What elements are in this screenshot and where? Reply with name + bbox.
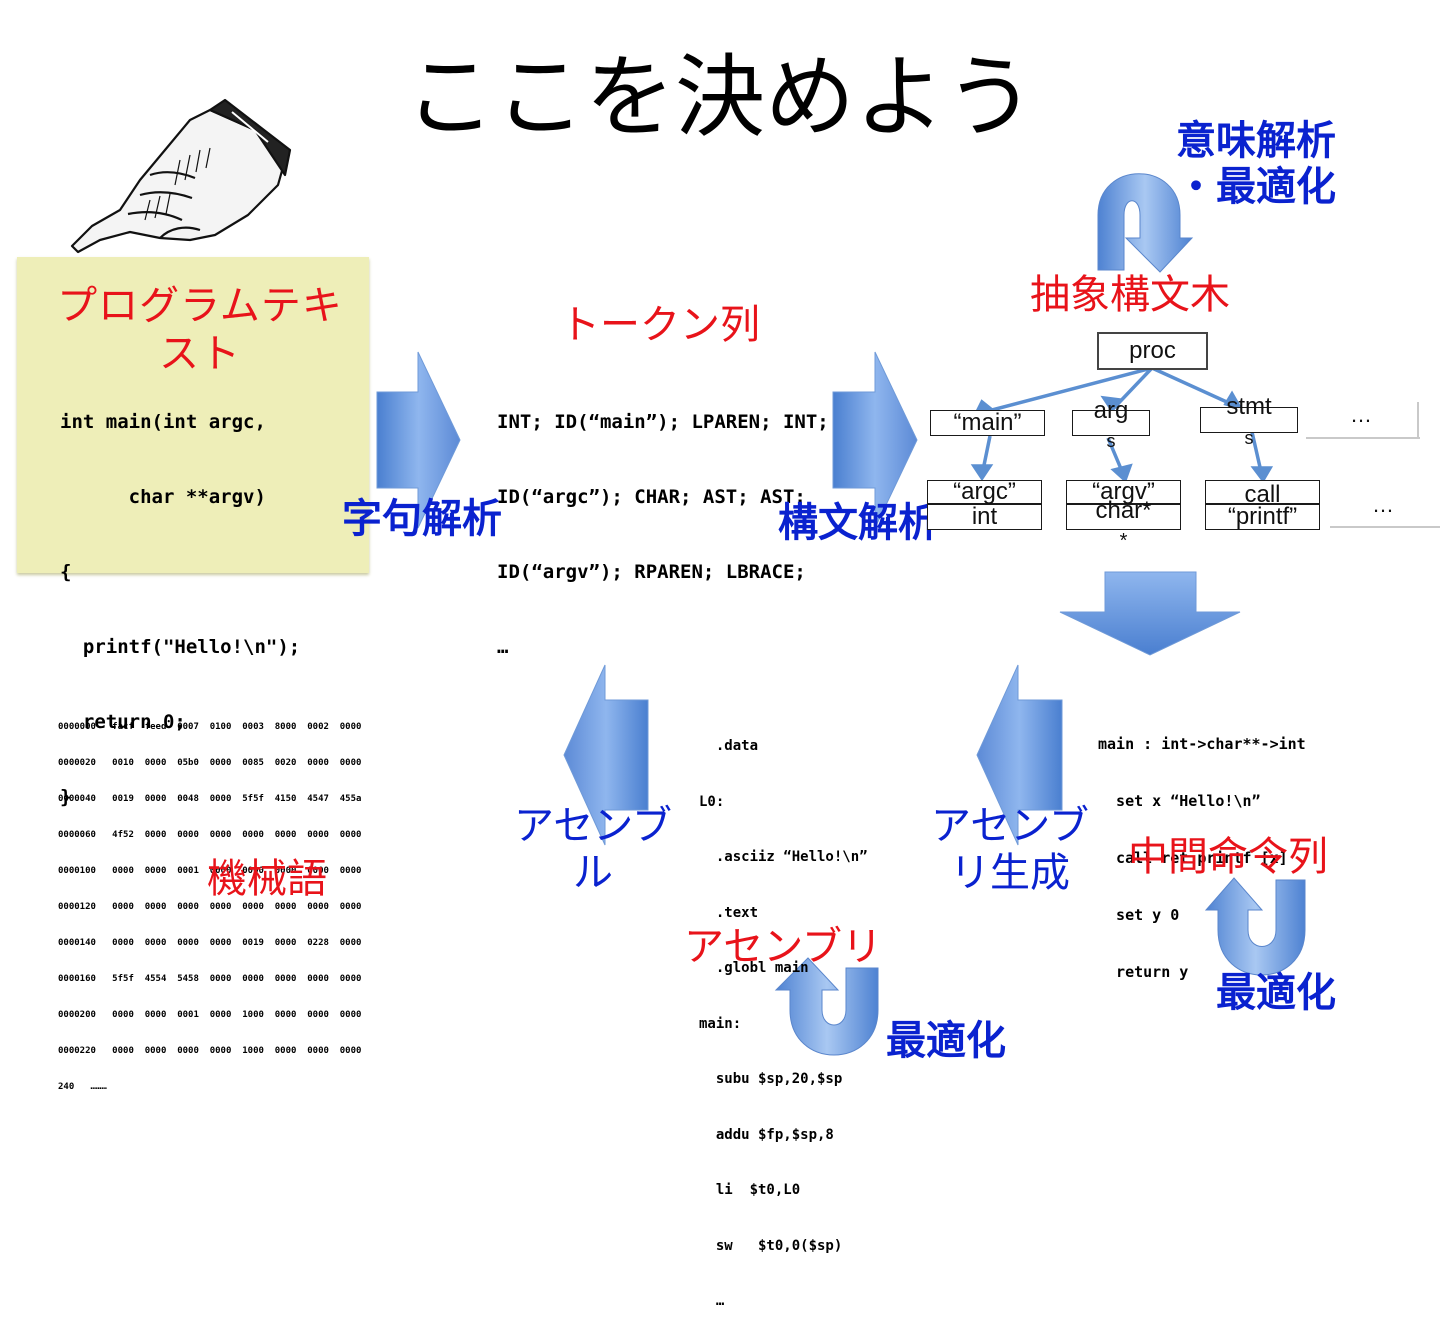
ast-node-args: arg s	[1072, 399, 1150, 451]
ast-node-main: “main”	[930, 410, 1045, 436]
asm-line: subu $sp,20,$sp	[699, 1071, 843, 1087]
dump-line: 0000200 0000 0000 0001 0000 1000 0000 00…	[58, 1010, 362, 1020]
asm-line: .data	[699, 738, 759, 754]
ir-line: call ret printf [x]	[1098, 849, 1288, 867]
code-line: {	[60, 561, 72, 583]
dump-line: 0000060 4f52 0000 0000 0000 0000 0000 00…	[58, 830, 362, 840]
ast-node-argc-type: int	[927, 504, 1042, 530]
dump-line: 0000100 0000 0000 0001 0000 0000 0000 00…	[58, 866, 362, 876]
token-line: ID(“argc”); CHAR; AST; AST;	[497, 486, 806, 508]
ast-node-printf: “printf”	[1205, 504, 1320, 530]
phase-lexing: 字句解析	[342, 496, 502, 542]
dump-line: 0000040 0019 0000 0048 0000 5f5f 4150 45…	[58, 794, 362, 804]
right-arrow-lexing	[376, 351, 461, 529]
asm-line: sw $t0,0($sp)	[699, 1237, 843, 1254]
phase-asmgen-line2: リ生成	[950, 850, 1070, 896]
machine-code-dump: 0000000 facf feed 0007 0100 0003 8000 00…	[58, 697, 361, 1105]
ast-ellipsis-bottom: …	[1372, 492, 1394, 517]
code-line: char **argv)	[60, 486, 266, 508]
program-code: int main(int argc, char **argv) { printf…	[60, 360, 300, 835]
loop-arrow-semantic	[1097, 173, 1194, 273]
ast-node-args-text2: s	[1106, 431, 1116, 451]
left-arrow-assemble	[563, 664, 649, 846]
ast-node-stmts-text2: s	[1244, 428, 1254, 448]
code-line: return 0;	[60, 711, 186, 733]
ast-label: 抽象構文木	[1030, 272, 1230, 318]
ast-node-proc: proc	[1097, 332, 1208, 370]
asm-line: …	[699, 1293, 725, 1309]
ast-ellipsis-top: …	[1350, 402, 1372, 427]
program-text-label: プログラムテキスト	[57, 283, 343, 377]
ast-node-argv-type: char* *	[1066, 499, 1181, 552]
dump-line: 240 ………	[58, 1082, 107, 1092]
token-line: ID(“argv”); RPAREN; LBRACE;	[497, 561, 806, 583]
code-line: printf("Hello!\n");	[60, 636, 301, 658]
phase-assemble-line2: ル	[573, 850, 613, 896]
dump-line: 0000160 5f5f 4554 5458 0000 0000 0000 00…	[58, 974, 362, 984]
left-arrow-asmgen	[976, 664, 1063, 846]
dump-line: 0000220 0000 0000 0000 0000 1000 0000 00…	[58, 1046, 362, 1056]
phase-asmgen-line1: アセンブ	[931, 803, 1089, 849]
ir-line: set x “Hello!\n”	[1098, 792, 1261, 810]
asm-line: .globl main	[699, 960, 809, 976]
asm-line: .asciiz “Hello!\n”	[699, 849, 868, 865]
asm-line: .text	[699, 904, 759, 921]
ir-label: 中間命令列	[1128, 834, 1328, 880]
ast-node-argv-type-text2: *	[1119, 530, 1128, 552]
asm-label: アセンブリ	[684, 924, 882, 970]
right-arrow-parsing	[832, 351, 918, 529]
code-line: int main(int argc,	[60, 411, 266, 433]
phase-parsing: 構文解析	[778, 500, 938, 546]
phase-assemble-line1: アセンブ	[514, 803, 672, 849]
dump-line: 0000140 0000 0000 0000 0000 0019 0000 02…	[58, 938, 362, 948]
phase-semantic-line1: 意味解析	[1176, 118, 1336, 164]
phase-optimize-ir: 最適化	[1216, 970, 1336, 1016]
program-text-box	[17, 257, 369, 573]
code-line: }	[60, 786, 72, 808]
dump-line: 0000120 0000 0000 0000 0000 0000 0000 00…	[58, 902, 362, 912]
phase-optimize-asm: 最適化	[886, 1018, 1006, 1064]
tokens-label: トークン列	[560, 302, 760, 348]
asm-line: L0:	[699, 793, 725, 810]
asm-line: main:	[699, 1015, 742, 1032]
ast-node-argv-type-text: char*	[1095, 497, 1152, 524]
asm-code: .data L0: .asciiz “Hello!\n” .text .glob…	[699, 700, 868, 1329]
ast-node-args-text: arg	[1093, 397, 1129, 424]
ast-node-call: call	[1205, 480, 1320, 508]
ast-node-stmts: stmt s	[1200, 395, 1298, 448]
dump-line: 0000020 0010 0000 05b0 0000 0085 0020 00…	[58, 758, 362, 768]
down-arrow-irgen	[1059, 571, 1241, 656]
ir-line: set y 0	[1098, 906, 1180, 924]
dump-line: 0000000 facf feed 0007 0100 0003 8000 00…	[58, 722, 362, 732]
ir-code: main : int->char**->int set x “Hello!\n”…	[1098, 697, 1306, 1001]
pointing-hand-icon	[70, 98, 292, 254]
slide-title: ここを決めよう	[405, 45, 1035, 150]
ir-line: main : int->char**->int	[1098, 735, 1306, 753]
machine-label: 機械語	[207, 856, 327, 902]
phase-semantic-line2: ・最適化	[1176, 164, 1336, 210]
ast-node-argc: “argc”	[927, 480, 1042, 504]
ir-line: return y	[1098, 963, 1189, 981]
ast-node-argv: “argv”	[1066, 480, 1181, 504]
token-list: INT; ID(“main”); LPAREN; INT; ID(“argc”)…	[497, 360, 829, 685]
asm-line: addu $fp,$sp,8	[699, 1126, 834, 1143]
token-line: …	[497, 636, 509, 658]
token-line: INT; ID(“main”); LPAREN; INT;	[497, 411, 829, 433]
ast-node-stmts-text: stmt	[1226, 393, 1272, 420]
pipeline-diagram	[70, 98, 1440, 1056]
loop-arrow-ir-optimize	[1204, 877, 1306, 976]
loop-arrow-asm-optimize	[774, 957, 879, 1056]
asm-line: li $t0,L0	[699, 1182, 801, 1198]
